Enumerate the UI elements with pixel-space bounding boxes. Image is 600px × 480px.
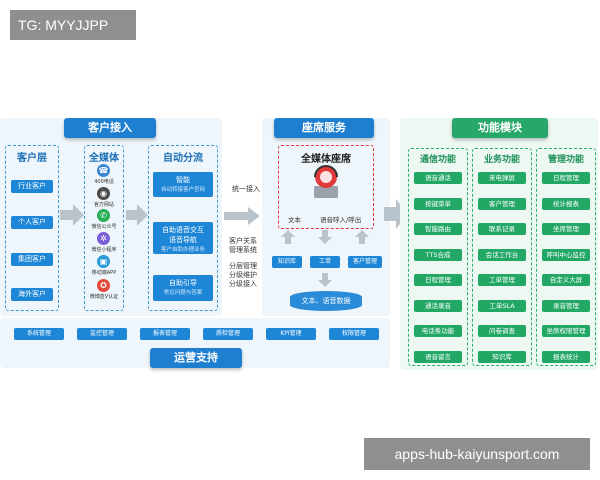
function-item: 报表统计	[542, 350, 590, 363]
flow-box-title2: 语音导航	[169, 236, 197, 244]
media-channel-label: 移动端APP	[91, 270, 117, 276]
function-item: 日程管理	[542, 172, 590, 184]
flow-box-smart: 智能 自动转接客户官网	[153, 172, 213, 197]
dispatch-label: 分级接入	[229, 280, 257, 288]
customer-layer-item: 个人客户	[11, 216, 53, 229]
function-item: 智能路由	[414, 223, 462, 235]
function-column-title: 通信功能	[419, 155, 456, 165]
function-item: 录音管理	[542, 299, 590, 312]
watermark-top: TG: MYYJJPP	[10, 10, 136, 40]
arrow-right-icon	[60, 204, 84, 226]
website-icon: ◉	[97, 187, 110, 200]
ops-button: 权限管理	[329, 328, 379, 340]
function-item: 日程管理	[414, 274, 462, 286]
media-title: 全媒体	[89, 153, 119, 164]
flow-box-sub: 客户自助办理业务	[160, 247, 205, 253]
ops-support-header: 运营支持	[150, 348, 242, 368]
customer-layer-item: 海外客户	[11, 288, 53, 301]
arrow-up-icon	[281, 230, 295, 244]
flow-box-sub: 常见问题与答案	[163, 290, 203, 296]
crm-label: 客户关系	[229, 237, 257, 245]
function-modules-header: 功能模块	[452, 118, 548, 138]
tool-work-order: 工单	[310, 256, 340, 268]
io-text-label: 文本	[288, 216, 301, 224]
customer-layer-item: 集团客户	[11, 253, 53, 266]
media-channel-label: 微信小程序	[91, 247, 117, 253]
media-box	[84, 145, 124, 311]
function-item: 通话录音	[414, 299, 462, 312]
arrow-right-icon	[224, 207, 260, 225]
media-channel-label: 官方网站	[93, 202, 114, 208]
function-item: 工单SLA	[478, 299, 526, 312]
function-column-title: 管理功能	[547, 155, 584, 165]
function-item: 问卷调查	[478, 325, 526, 337]
auto-route-title: 自动分流	[163, 153, 203, 164]
omni-seat-box	[278, 145, 374, 229]
customer-layer-item: 行业客户	[11, 180, 53, 193]
media-channel-label: 微信公众号	[91, 224, 117, 230]
function-item: 坐席管理	[542, 223, 590, 235]
crm-label: 管理系统	[229, 246, 257, 254]
function-column-box	[472, 148, 532, 366]
unified-access-label: 统一接入	[232, 185, 260, 193]
function-item: 工单管理	[478, 274, 526, 286]
ops-button: 监控管理	[77, 328, 127, 340]
ops-button: 报表管理	[140, 328, 190, 340]
function-item: 统计报表	[542, 197, 590, 210]
function-item: 来电弹屏	[478, 172, 526, 184]
function-item: 语音通话	[414, 172, 462, 184]
media-channel-label: 400电话	[94, 179, 114, 185]
customer-layer-box	[5, 145, 59, 311]
function-item: 按键菜单	[414, 197, 462, 210]
dispatch-label: 分级维护	[229, 271, 257, 279]
ops-button: 系统管理	[14, 328, 64, 340]
flow-box-title: 自助语音交互	[162, 226, 204, 234]
data-store-cylinder: 文本、语音数据	[290, 291, 362, 311]
dispatch-label: 分层管理	[229, 262, 257, 270]
function-item: 知识库	[478, 350, 526, 363]
io-voice-label: 语音呼入/呼出	[320, 216, 362, 224]
media-channel-label: 微博蓝V认证	[89, 294, 119, 300]
watermark-bottom: apps-hub-kaiyunsport.com	[364, 438, 590, 470]
ops-button: 质检管理	[203, 328, 253, 340]
auto-route-box	[148, 145, 218, 311]
flow-box-title: 自助引导	[169, 279, 197, 287]
arrow-right-icon	[126, 204, 148, 226]
agent-headset-icon	[314, 165, 338, 198]
arrow-down-icon	[318, 230, 332, 244]
function-item: 坐席权限管理	[542, 325, 590, 337]
function-item: 呼叫中心监控	[542, 248, 590, 261]
flow-box-ivr: 自助语音交互 语音导航 客户自助办理业务	[153, 222, 213, 254]
wechat-icon: ✆	[97, 209, 110, 222]
ops-button: KPI管理	[266, 328, 316, 340]
app-icon: ▣	[97, 255, 110, 268]
function-item: TTS合成	[414, 248, 462, 261]
function-item: 自定义大屏	[542, 274, 590, 286]
weibo-icon: ✪	[97, 279, 110, 292]
flow-box-sub: 自动转接客户官网	[160, 187, 205, 193]
function-item: 电话条功能	[414, 325, 462, 337]
function-column-box	[536, 148, 596, 366]
seat-service-header: 座席服务	[274, 118, 374, 138]
customer-layer-title: 客户层	[17, 153, 47, 164]
flow-box-guide: 自助引导 常见问题与答案	[153, 275, 213, 301]
omni-seat-title: 全媒体座席	[301, 154, 351, 165]
customer-access-header: 客户接入	[64, 118, 156, 138]
tool-customer-mgmt: 客户管理	[348, 256, 382, 268]
function-item: 客户管理	[478, 197, 526, 210]
arrow-up-icon	[355, 230, 369, 244]
mini-program-icon: ✲	[97, 232, 110, 245]
phone-icon: ☎	[97, 164, 110, 177]
flow-box-title: 智能	[176, 176, 190, 184]
function-column-title: 业务功能	[483, 155, 520, 165]
function-column-box	[408, 148, 468, 366]
arrow-down-icon	[318, 273, 332, 287]
function-item: 会话工作台	[478, 248, 526, 261]
tool-knowledge-base: 知识库	[272, 256, 302, 268]
function-item: 语音留言	[414, 350, 462, 363]
function-item: 联系记录	[478, 223, 526, 235]
